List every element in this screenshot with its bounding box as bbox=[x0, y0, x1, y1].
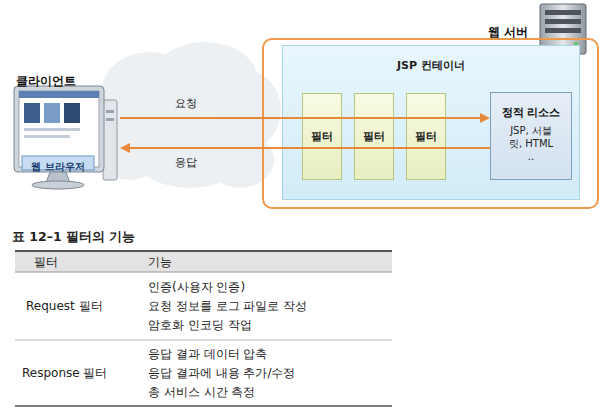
label-holder: 응답 결과에 내용 추가/수정 bbox=[148, 366, 296, 381]
arrow-head bbox=[120, 143, 130, 153]
label-holder: 인증(사용자 인증) bbox=[148, 280, 245, 295]
screen-line bbox=[24, 128, 80, 131]
table-cell: 응답 결과 데이터 압축 bbox=[148, 347, 267, 362]
monitor-bezel bbox=[14, 86, 104, 172]
edge-label-holder: 응답 bbox=[175, 156, 197, 169]
arrow-line bbox=[129, 147, 490, 149]
server-slot bbox=[545, 19, 581, 24]
label-holder: 요청 정보를 로그 파일로 작성 bbox=[148, 299, 307, 314]
label-holder: 필터 bbox=[34, 255, 58, 270]
table-cell: 요청 정보를 로그 파일로 작성 bbox=[148, 299, 307, 314]
screen-item bbox=[44, 103, 60, 123]
table-rule bbox=[15, 340, 392, 341]
screen-header bbox=[19, 91, 99, 98]
label-holder: 암호화 인코딩 작업 bbox=[148, 318, 252, 333]
node-title: 필터 bbox=[415, 130, 437, 144]
flow-arrow bbox=[120, 143, 490, 153]
table-cell: 응답 결과에 내용 추가/수정 bbox=[148, 366, 296, 381]
table-header-cell: 필터 bbox=[34, 255, 58, 270]
table-rule bbox=[15, 250, 392, 252]
server-slot bbox=[545, 10, 581, 15]
table-rule bbox=[15, 405, 392, 407]
table-cell: 총 서비스 시간 측정 bbox=[148, 385, 255, 400]
screen-line bbox=[24, 135, 70, 138]
monitor-base bbox=[32, 181, 84, 189]
server-slot bbox=[545, 28, 581, 33]
edge-label-holder: 요청 bbox=[175, 97, 197, 110]
caption-holder: 표 12–1 필터의 기능 bbox=[12, 229, 135, 245]
table-cell: Request 필터 bbox=[26, 299, 103, 314]
node-title: JSP 컨테이너 bbox=[397, 59, 465, 73]
node-title: 정적 리소스 bbox=[502, 105, 561, 119]
node-body: JSP, 서블릿, HTML .. bbox=[508, 124, 554, 163]
table-caption: 표 12–1 필터의 기능 bbox=[12, 229, 135, 245]
label-holder: Response 필터 bbox=[22, 366, 107, 381]
screen-item bbox=[64, 103, 80, 123]
pc-tower bbox=[103, 100, 117, 180]
node-title: 필터 bbox=[311, 130, 333, 144]
edge-label: 응답 bbox=[175, 156, 197, 169]
cloud bbox=[92, 42, 281, 188]
jsp-container-box: JSP 컨테이너필터 필터 필터 정적 리소스 JSP, 서블릿, HTML .. bbox=[282, 45, 580, 200]
node-title: 필터 bbox=[363, 130, 385, 144]
label-holder: 총 서비스 시간 측정 bbox=[148, 385, 255, 400]
filter-box: 필터 bbox=[302, 93, 342, 180]
node-title: 웹 서버 bbox=[488, 25, 528, 40]
edge-label: 요청 bbox=[175, 97, 197, 110]
arrow-line bbox=[120, 117, 481, 119]
flow-arrow bbox=[120, 113, 490, 123]
pc-slot bbox=[106, 118, 114, 121]
pc-slot bbox=[106, 110, 114, 113]
arrow-head bbox=[480, 113, 490, 123]
node-body: 웹 브라우저 bbox=[22, 160, 94, 174]
table-cell: 인증(사용자 인증) bbox=[148, 280, 245, 295]
table-cell: 암호화 인코딩 작업 bbox=[148, 318, 252, 333]
node-title: 클라이언트 bbox=[16, 74, 76, 89]
label-holder: 응답 결과 데이터 압축 bbox=[148, 347, 267, 362]
static-resource-box: 정적 리소스 JSP, 서블릿, HTML .. bbox=[490, 92, 572, 180]
screen-item bbox=[24, 103, 40, 123]
label-holder: 기능 bbox=[148, 255, 172, 270]
client-node: 클라이언트웹 브라우저 bbox=[10, 70, 120, 190]
table-header-band bbox=[15, 251, 392, 272]
label-holder: Request 필터 bbox=[26, 299, 103, 314]
web-server-box: 웹 서버JSP 컨테이너필터필터필터정적 리소스JSP, 서블릿, HTML .… bbox=[262, 38, 599, 209]
table-rule bbox=[15, 272, 392, 273]
filter-box: 필터 bbox=[406, 93, 446, 180]
table-cell: Response 필터 bbox=[22, 366, 107, 381]
filter-box: 필터 bbox=[354, 93, 394, 180]
table-header-cell: 기능 bbox=[148, 255, 172, 270]
